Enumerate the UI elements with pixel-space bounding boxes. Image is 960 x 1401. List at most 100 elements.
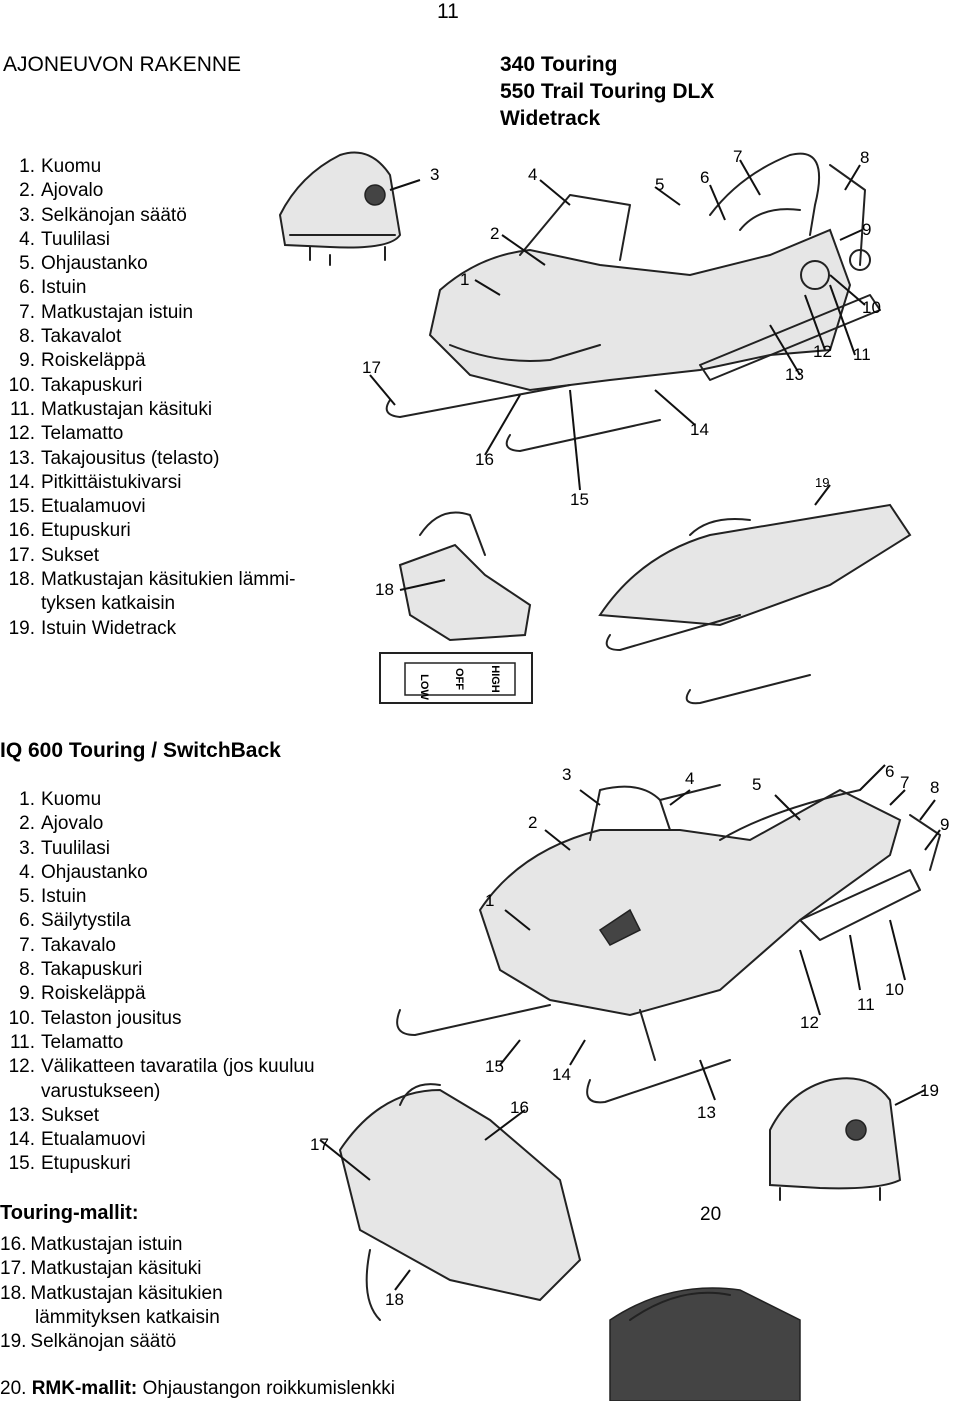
- list-item: 7.Takavalo: [19, 934, 116, 956]
- list-item: 3.Selkänojan säätö: [19, 204, 187, 226]
- rear-seat-inset: [338, 1083, 582, 1321]
- callout-label: 6: [700, 168, 709, 187]
- list-item: 2.Ajovalo: [19, 813, 104, 835]
- model-name: 340 Touring: [500, 53, 618, 76]
- list-item: 10.Telaston jousitus: [8, 1007, 182, 1029]
- grip-inset: [398, 511, 532, 642]
- snowmobile-diagram-touring: LOW OFF HIGH 1 2 3 4 5 6 7 8 9 10 1: [278, 147, 912, 705]
- callout-label: 17: [310, 1135, 329, 1154]
- callout-label: 14: [690, 420, 709, 439]
- callout-label: 3: [430, 165, 439, 184]
- list-item: 11.Telamatto: [9, 1031, 124, 1053]
- callout-label: 10: [885, 980, 904, 999]
- list-item: 4.Tuulilasi: [19, 228, 110, 250]
- rmk-strap-inset: [609, 1287, 801, 1401]
- list-item: 7.Matkustajan istuin: [19, 301, 194, 323]
- list-item: 9.Roiskeläppä: [19, 350, 146, 372]
- list-item: 9.Roiskeläppä: [19, 983, 146, 1005]
- list-item: 14.Pitkittäistukivarsi: [8, 471, 182, 493]
- snowmobile-main: [385, 152, 881, 452]
- callout-label: 12: [813, 342, 832, 361]
- callout-label: 1: [485, 891, 494, 910]
- list-item: 6.Säilytystila: [19, 910, 131, 932]
- callout-label: 18: [375, 580, 394, 599]
- switch-label: OFF: [453, 668, 465, 690]
- list-item-continuation: tyksen katkaisin: [41, 593, 176, 615]
- widetrack-inset: [598, 503, 912, 705]
- callout-label: 19: [815, 475, 829, 490]
- list-item: 1.Kuomu: [19, 156, 102, 177]
- parts-list: 1.Kuomu 2.Ajovalo 3.Tuulilasi 4.Ohjausta…: [0, 788, 315, 1177]
- callout-label: 12: [800, 1013, 819, 1032]
- rmk-note: 20. RMK-mallit: Ohjaustangon roikkumisle…: [0, 1378, 395, 1400]
- list-item: 8.Takapuskuri: [19, 959, 143, 981]
- callout-lines: [369, 159, 866, 591]
- page-number: 11: [437, 0, 459, 23]
- callout-label: 2: [528, 813, 537, 832]
- list-item: 4.Ohjaustanko: [19, 861, 148, 883]
- list-item-continuation: varustukseen): [41, 1080, 161, 1102]
- callout-label: 5: [655, 175, 664, 194]
- model-name: 550 Trail Touring DLX: [500, 80, 715, 103]
- list-item: 18.Matkustajan käsitukien: [0, 1282, 223, 1304]
- callout-label: 8: [930, 778, 939, 797]
- list-item: 19.Selkänojan säätö: [0, 1331, 177, 1353]
- list-item: 10.Takapuskuri: [8, 374, 143, 396]
- list-item: 15.Etualamuovi: [8, 496, 146, 518]
- list-item: 16.Etupuskuri: [8, 520, 131, 542]
- list-item: 2.Ajovalo: [19, 180, 104, 202]
- callout-label: 5: [752, 775, 761, 794]
- section-title: IQ 600 Touring / SwitchBack: [0, 739, 281, 762]
- list-item: 11.Matkustajan käsituki: [9, 398, 213, 420]
- callout-label: 9: [940, 815, 949, 834]
- callout-label: 15: [570, 490, 589, 509]
- callout-label: 8: [860, 148, 869, 167]
- callout-label: 17: [362, 358, 381, 377]
- model-name: Widetrack: [500, 107, 601, 130]
- rmk-text: Ohjaustangon roikkumislenkki: [142, 1378, 395, 1399]
- callout-label: 9: [862, 220, 871, 239]
- list-item-continuation: lämmityksen katkaisin: [35, 1306, 220, 1328]
- switch-label: LOW: [418, 674, 430, 700]
- callout-label: 6: [885, 762, 894, 781]
- callout-label: 14: [552, 1065, 571, 1084]
- callout-label: 16: [475, 450, 494, 469]
- list-item: 12.Telamatto: [8, 423, 124, 445]
- callout-label: 16: [510, 1098, 529, 1117]
- callout-label: 13: [697, 1103, 716, 1122]
- rmk-label: RMK-mallit:: [31, 1378, 138, 1399]
- callout-numbers: 1 2 3 4 5 6 7 8 9 10 11 12 13 14 15 16 1…: [310, 762, 949, 1309]
- list-item: 6.Istuin: [19, 277, 87, 299]
- callout-label: 4: [528, 165, 537, 184]
- snowmobile-main: [396, 784, 941, 1104]
- parts-list: 1.Kuomu 2.Ajovalo 3.Selkänojan säätö 4.T…: [0, 155, 296, 641]
- model-list: 340 Touring 550 Trail Touring DLX Widetr…: [500, 51, 714, 132]
- switch-label: HIGH: [489, 665, 501, 693]
- callout-label: 18: [385, 1290, 404, 1309]
- callout-lines: [319, 764, 941, 1291]
- list-item: 19.Istuin Widetrack: [8, 617, 177, 639]
- list-item: 3.Tuulilasi: [19, 837, 110, 859]
- list-item: 18.Matkustajan käsitukien lämmi-: [8, 569, 296, 591]
- list-item: 16.Matkustajan istuin: [0, 1234, 183, 1255]
- callout-label: 11: [853, 345, 871, 364]
- snowmobile-diagram-iq600: 1 2 3 4 5 6 7 8 9 10 11 12 13 14 15 16 1…: [310, 762, 949, 1401]
- list-item: 17.Sukset: [8, 544, 100, 566]
- callout-label: 7: [900, 773, 909, 792]
- callout-label: 15: [485, 1057, 504, 1076]
- list-item: 5.Istuin: [19, 886, 87, 908]
- list-item: 13.Takajousitus (telasto): [8, 447, 220, 469]
- backrest-inset: [769, 1077, 902, 1201]
- callout-label: 11: [857, 995, 875, 1014]
- callout-label: 19: [920, 1081, 939, 1100]
- list-item: 14.Etualamuovi: [8, 1129, 146, 1151]
- figure-number: 20: [700, 1204, 722, 1225]
- callout-label: 1: [460, 270, 469, 289]
- section-title: Touring-mallit:: [0, 1202, 139, 1224]
- callout-label: 10: [862, 298, 881, 317]
- list-item: 17.Matkustajan käsituki: [0, 1258, 202, 1280]
- callout-label: 4: [685, 769, 694, 788]
- list-item: 15.Etupuskuri: [8, 1153, 131, 1175]
- list-item: 1.Kuomu: [19, 789, 102, 810]
- section-title: AJONEUVON RAKENNE: [3, 53, 242, 76]
